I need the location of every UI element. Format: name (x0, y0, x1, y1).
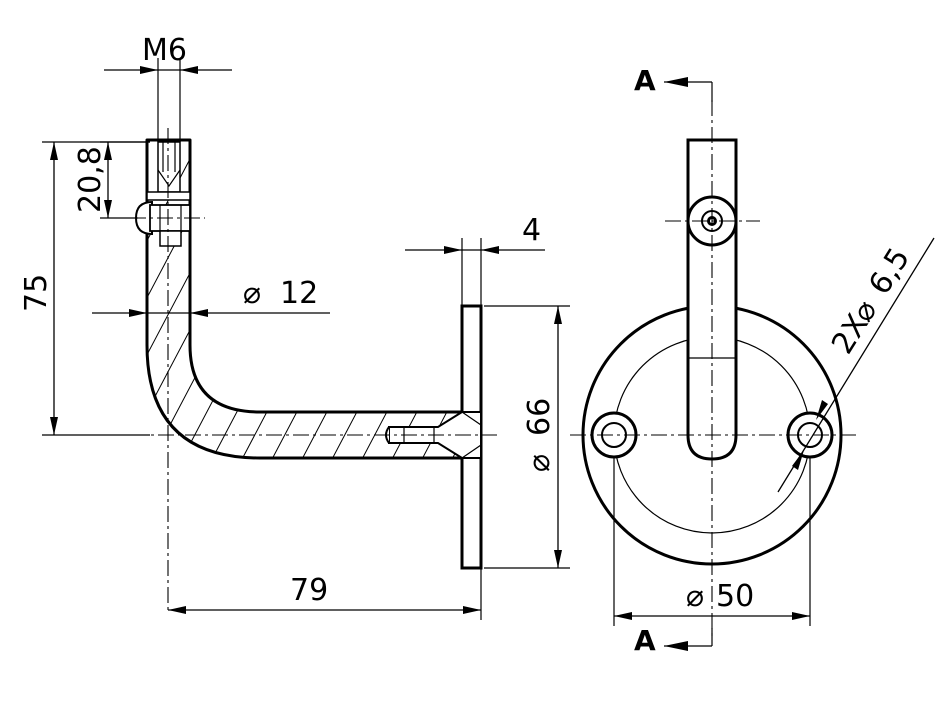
front-view (570, 100, 860, 640)
section-marker-top: A (634, 64, 713, 102)
dim-projection-label: 79 (290, 573, 328, 608)
dim-height-label: 75 (19, 274, 54, 312)
dim-plate-diameter: ⌀ 66 (484, 305, 570, 569)
dim-height: 75 (19, 141, 150, 436)
diameter-symbol-plate: ⌀ (522, 454, 557, 472)
dim-thread-depth-label: 20,8 (73, 146, 108, 213)
dim-plate-diameter-label: 66 (522, 398, 557, 436)
dim-thread-depth: 20,8 (73, 141, 150, 219)
section-marker-bottom: A (634, 624, 713, 657)
dim-bolt-circle: ⌀ 50 (613, 458, 811, 626)
dim-tube-diameter: ⌀ 12 (92, 276, 330, 317)
section-label-top: A (634, 64, 656, 97)
dim-bolt-circle-label: 50 (716, 579, 754, 614)
dim-plate-thickness: 4 (405, 213, 545, 306)
dim-thread: M6 (104, 33, 232, 142)
dim-thread-label: M6 (142, 33, 187, 68)
dim-plate-thickness-label: 4 (522, 213, 541, 248)
diameter-symbol-tube: ⌀ (243, 276, 261, 311)
dim-projection: 79 (168, 568, 482, 620)
tube-outline (145, 138, 470, 460)
set-screw (134, 200, 191, 247)
dim-tube-diameter-label: 12 (280, 276, 318, 311)
dim-hole-diameter-label: 6,5 (862, 242, 917, 301)
diameter-symbol-bolt: ⌀ (686, 579, 704, 614)
section-label-bottom: A (634, 624, 656, 657)
